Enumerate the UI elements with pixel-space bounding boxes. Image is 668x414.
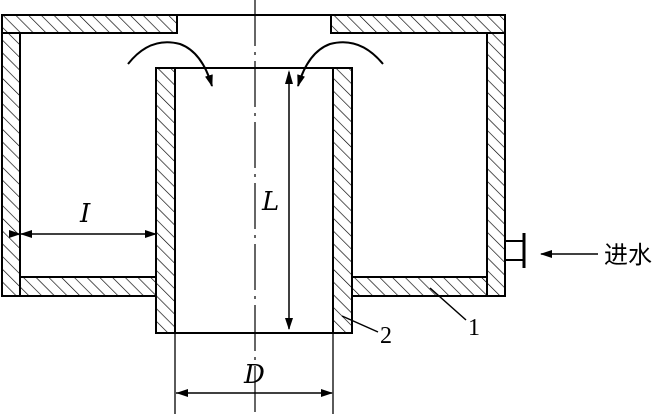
- inlet-label: 进水: [604, 241, 652, 269]
- outer-tank-wall: [1, 14, 506, 297]
- dimension-D: D: [174, 333, 334, 414]
- dim-D-label: D: [243, 360, 265, 390]
- leader-part-2: 2: [341, 315, 392, 349]
- water-inlet-arrow: 进水: [540, 241, 652, 269]
- flow-arrow-left: [127, 41, 213, 87]
- dim-L-label: L: [261, 187, 279, 217]
- part-2-label: 2: [380, 323, 392, 349]
- dim-I-label: I: [79, 199, 91, 229]
- inner-cylinder-wall: [155, 67, 353, 334]
- dimension-I: I: [9, 199, 157, 238]
- inlet-pipe: [504, 233, 526, 268]
- part-1-label: 1: [468, 315, 480, 341]
- leader-part-1: 1: [429, 287, 480, 341]
- dimension-L: L: [261, 70, 293, 330]
- flow-arrow-right: [297, 41, 384, 87]
